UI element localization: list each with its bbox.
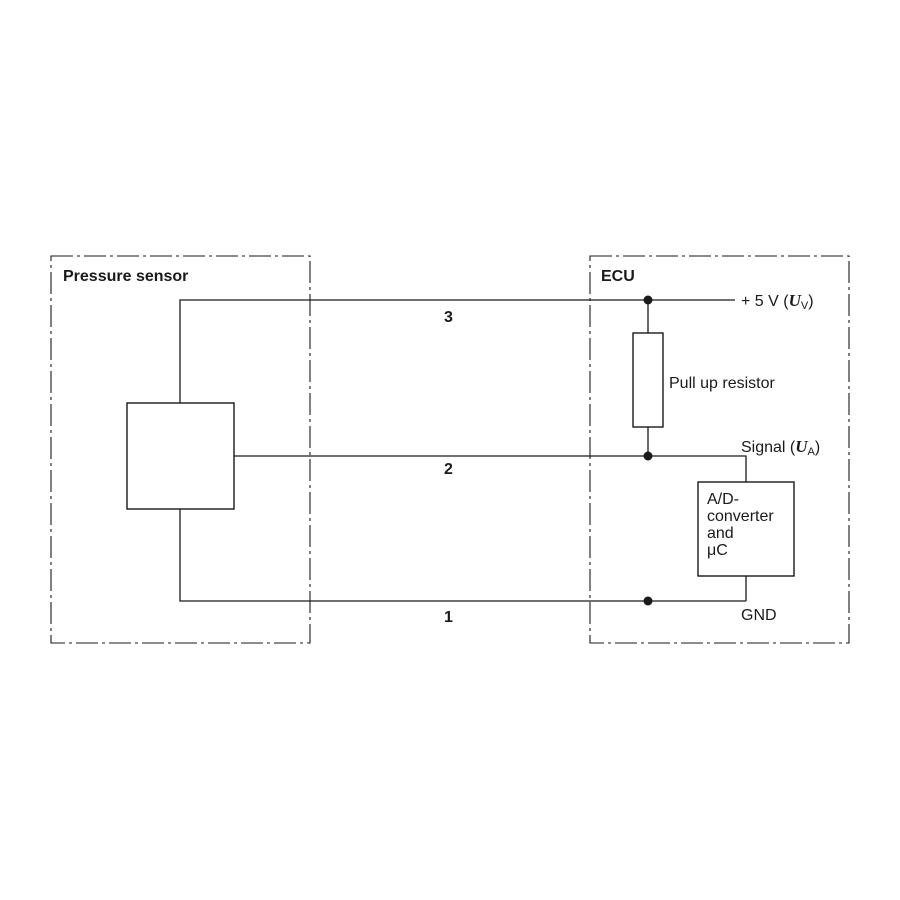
ad-converter-line-2: converter <box>707 508 774 525</box>
line-1-wire <box>179 509 746 602</box>
line-1-junction-dot <box>643 596 653 606</box>
line-3-terminal-label: + 5 V (UV) <box>741 291 814 312</box>
ad-converter-line-1: A/D- <box>707 491 739 508</box>
resistor-body <box>632 332 664 428</box>
ad-converter-block: A/D- converter and μC <box>697 481 795 601</box>
line-2-signal: 2 Signal (UA) <box>234 437 820 482</box>
line-1-number: 1 <box>444 609 453 626</box>
pressure-sensor-block: Pressure sensor <box>50 255 311 644</box>
ecu-block: ECU <box>589 255 850 644</box>
line-3-supply: 3 + 5 V (UV) <box>179 291 814 403</box>
sensor-element-box <box>126 402 235 510</box>
ad-converter-label: A/D- converter and μC <box>707 491 778 559</box>
line-3-wire <box>179 299 735 403</box>
line-2-junction-dot <box>643 451 653 461</box>
ecu-title: ECU <box>601 268 635 285</box>
pressure-sensor-frame <box>50 255 311 644</box>
resistor-label: Pull up resistor <box>669 375 775 392</box>
ad-converter-line-3: and <box>707 525 734 542</box>
line-2-number: 2 <box>444 461 453 478</box>
ecu-frame <box>589 255 850 644</box>
ad-converter-line-4: μC <box>707 542 728 559</box>
ad-converter-box <box>697 481 795 577</box>
line-1-terminal-label: GND <box>741 607 777 624</box>
pressure-sensor-title: Pressure sensor <box>63 268 188 285</box>
line-2-terminal-label: Signal (UA) <box>741 437 820 458</box>
pull-up-resistor: Pull up resistor <box>632 300 775 456</box>
line-1-ground: 1 GND <box>179 509 777 626</box>
line-3-number: 3 <box>444 309 453 326</box>
line-2-wire <box>234 455 747 482</box>
